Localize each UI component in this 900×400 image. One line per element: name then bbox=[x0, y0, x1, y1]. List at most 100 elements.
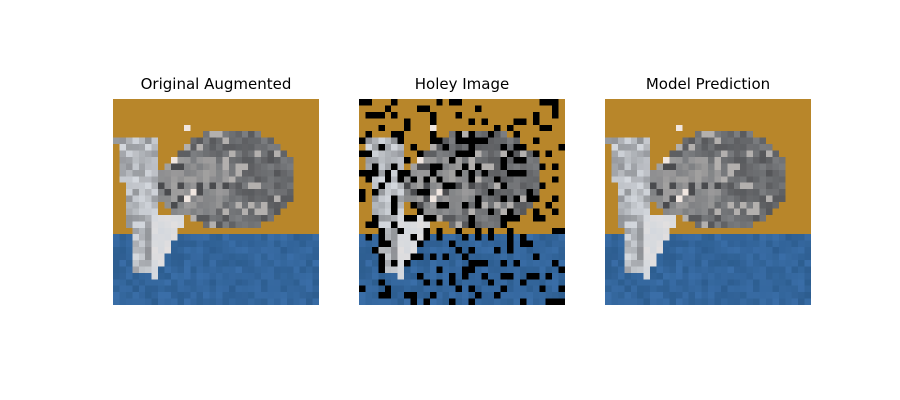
image-pixel bbox=[605, 247, 612, 254]
image-pixel bbox=[299, 111, 307, 119]
image-pixel bbox=[267, 195, 275, 203]
image-pixel bbox=[241, 202, 249, 209]
image-pixel bbox=[552, 131, 559, 138]
image-pixel bbox=[216, 137, 223, 145]
image-pixel bbox=[791, 272, 799, 280]
image-pixel bbox=[487, 150, 495, 158]
image-pixel bbox=[235, 266, 242, 273]
image-pixel bbox=[785, 176, 792, 183]
image-pixel bbox=[404, 105, 411, 113]
image-pixel bbox=[798, 214, 805, 222]
image-pixel bbox=[293, 253, 300, 261]
image-pixel bbox=[177, 247, 184, 254]
image-pixel bbox=[688, 195, 696, 203]
image-pixel bbox=[650, 221, 657, 228]
image-pixel bbox=[222, 163, 230, 170]
image-pixel bbox=[552, 240, 559, 248]
image-pixel bbox=[759, 202, 767, 209]
image-pixel bbox=[804, 259, 811, 267]
image-pixel bbox=[177, 259, 184, 267]
image-pixel bbox=[611, 202, 619, 209]
image-pixel bbox=[241, 182, 249, 190]
image-pixel bbox=[791, 144, 799, 151]
image-pixel bbox=[248, 118, 255, 125]
image-pixel bbox=[293, 279, 300, 286]
image-pixel bbox=[513, 266, 521, 273]
image-pixel bbox=[423, 137, 430, 145]
image-pixel bbox=[727, 247, 734, 254]
image-pixel bbox=[235, 247, 242, 254]
image-pixel bbox=[391, 285, 398, 293]
image-pixel bbox=[391, 234, 398, 241]
image-pixel bbox=[701, 195, 709, 203]
image-pixel bbox=[222, 298, 230, 305]
hole-pixel bbox=[455, 227, 463, 235]
image-pixel bbox=[280, 131, 287, 138]
image-pixel bbox=[765, 259, 773, 267]
image-pixel bbox=[203, 156, 210, 164]
image-pixel bbox=[605, 150, 612, 158]
image-pixel bbox=[442, 105, 450, 113]
image-pixel bbox=[494, 111, 501, 119]
image-pixel bbox=[539, 247, 546, 254]
image-pixel bbox=[720, 150, 728, 158]
image-pixel bbox=[138, 202, 146, 209]
image-pixel bbox=[682, 247, 689, 254]
image-pixel bbox=[183, 240, 191, 248]
image-pixel bbox=[558, 195, 565, 203]
image-pixel bbox=[617, 124, 625, 132]
image-pixel bbox=[643, 285, 651, 293]
image-pixel bbox=[429, 208, 437, 216]
image-pixel bbox=[203, 279, 210, 286]
image-pixel bbox=[222, 234, 230, 241]
image-pixel bbox=[378, 137, 385, 145]
image-pixel bbox=[119, 111, 127, 119]
image-pixel bbox=[669, 124, 676, 132]
image-pixel bbox=[306, 266, 313, 273]
image-pixel bbox=[216, 99, 223, 106]
image-pixel bbox=[273, 266, 281, 273]
image-pixel bbox=[436, 285, 443, 293]
image-pixel bbox=[125, 99, 133, 106]
image-pixel bbox=[125, 176, 133, 183]
image-pixel bbox=[170, 118, 178, 125]
image-pixel bbox=[798, 99, 805, 106]
image-pixel bbox=[410, 259, 418, 267]
image-pixel bbox=[617, 137, 625, 145]
image-pixel bbox=[643, 202, 651, 209]
image-pixel bbox=[643, 272, 651, 280]
image-pixel bbox=[442, 137, 450, 145]
image-pixel bbox=[650, 118, 657, 125]
image-pixel bbox=[293, 298, 300, 305]
image-pixel bbox=[624, 285, 631, 293]
hole-pixel bbox=[423, 227, 430, 235]
hole-pixel bbox=[416, 189, 424, 196]
image-pixel bbox=[164, 105, 172, 113]
image-pixel bbox=[791, 189, 799, 196]
image-pixel bbox=[791, 156, 799, 164]
image-pixel bbox=[474, 131, 482, 138]
image-pixel bbox=[695, 169, 702, 177]
image-pixel bbox=[798, 195, 805, 203]
image-pixel bbox=[643, 298, 651, 305]
image-pixel bbox=[397, 240, 405, 248]
image-pixel bbox=[675, 189, 683, 196]
image-pixel bbox=[132, 182, 139, 190]
image-pixel bbox=[177, 227, 184, 235]
image-pixel bbox=[630, 208, 638, 216]
image-pixel bbox=[526, 150, 533, 158]
hole-pixel bbox=[468, 259, 476, 267]
image-pixel bbox=[630, 240, 638, 248]
image-pixel bbox=[539, 259, 546, 267]
image-pixel bbox=[656, 247, 664, 254]
image-pixel bbox=[772, 105, 779, 113]
image-pixel bbox=[532, 298, 540, 305]
image-pixel bbox=[280, 259, 287, 267]
image-pixel bbox=[526, 163, 533, 170]
image-pixel bbox=[804, 272, 811, 280]
image-pixel bbox=[209, 208, 217, 216]
image-pixel bbox=[164, 234, 172, 241]
hole-pixel bbox=[532, 137, 540, 145]
image-pixel bbox=[701, 259, 709, 267]
image-pixel bbox=[248, 99, 255, 106]
